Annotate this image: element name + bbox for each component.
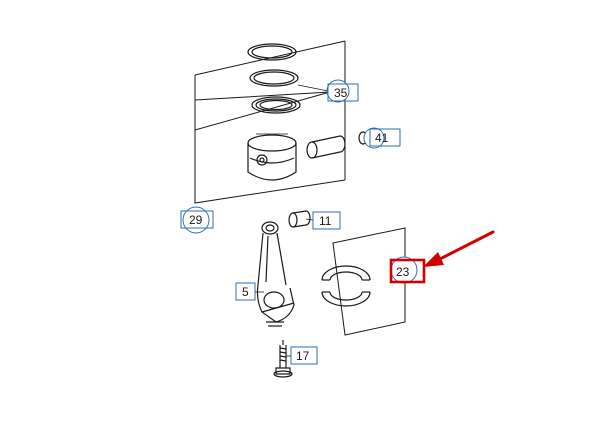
callout-41[interactable]: 41 (363, 127, 401, 149)
callout-11[interactable]: 11 (312, 211, 341, 230)
callout-11-label: 11 (319, 214, 332, 228)
callout-29-label: 29 (189, 213, 203, 227)
callout-35-label: 35 (334, 86, 348, 100)
bearing-shell-upper[interactable] (321, 265, 371, 281)
piston-ring-oil[interactable] (251, 96, 301, 114)
bearing-bracket (332, 227, 406, 336)
callout-23[interactable]: 23 (389, 256, 426, 284)
piston-pin[interactable] (306, 135, 346, 159)
highlight-arrow (423, 230, 495, 267)
piston-ring-middle[interactable] (249, 69, 299, 87)
connecting-rod[interactable] (256, 221, 295, 327)
callout-17-label: 17 (296, 349, 310, 363)
small-end-bushing[interactable] (288, 210, 311, 228)
piston-ring-top[interactable] (247, 43, 297, 61)
bearing-shell-lower[interactable] (321, 291, 371, 307)
callout-23-label: 23 (396, 265, 410, 279)
callout-5[interactable]: 5 (235, 282, 256, 301)
callout-5-label: 5 (242, 285, 249, 299)
highlight-box (389, 258, 426, 284)
rod-bolt[interactable] (273, 340, 293, 378)
ring-group-bracket (194, 40, 346, 204)
piston[interactable] (247, 133, 297, 181)
callout-29[interactable]: 29 (180, 206, 214, 234)
callout-41-label: 41 (375, 131, 389, 145)
callout-17[interactable]: 17 (290, 346, 318, 365)
callout-35[interactable]: 35 (326, 79, 359, 103)
